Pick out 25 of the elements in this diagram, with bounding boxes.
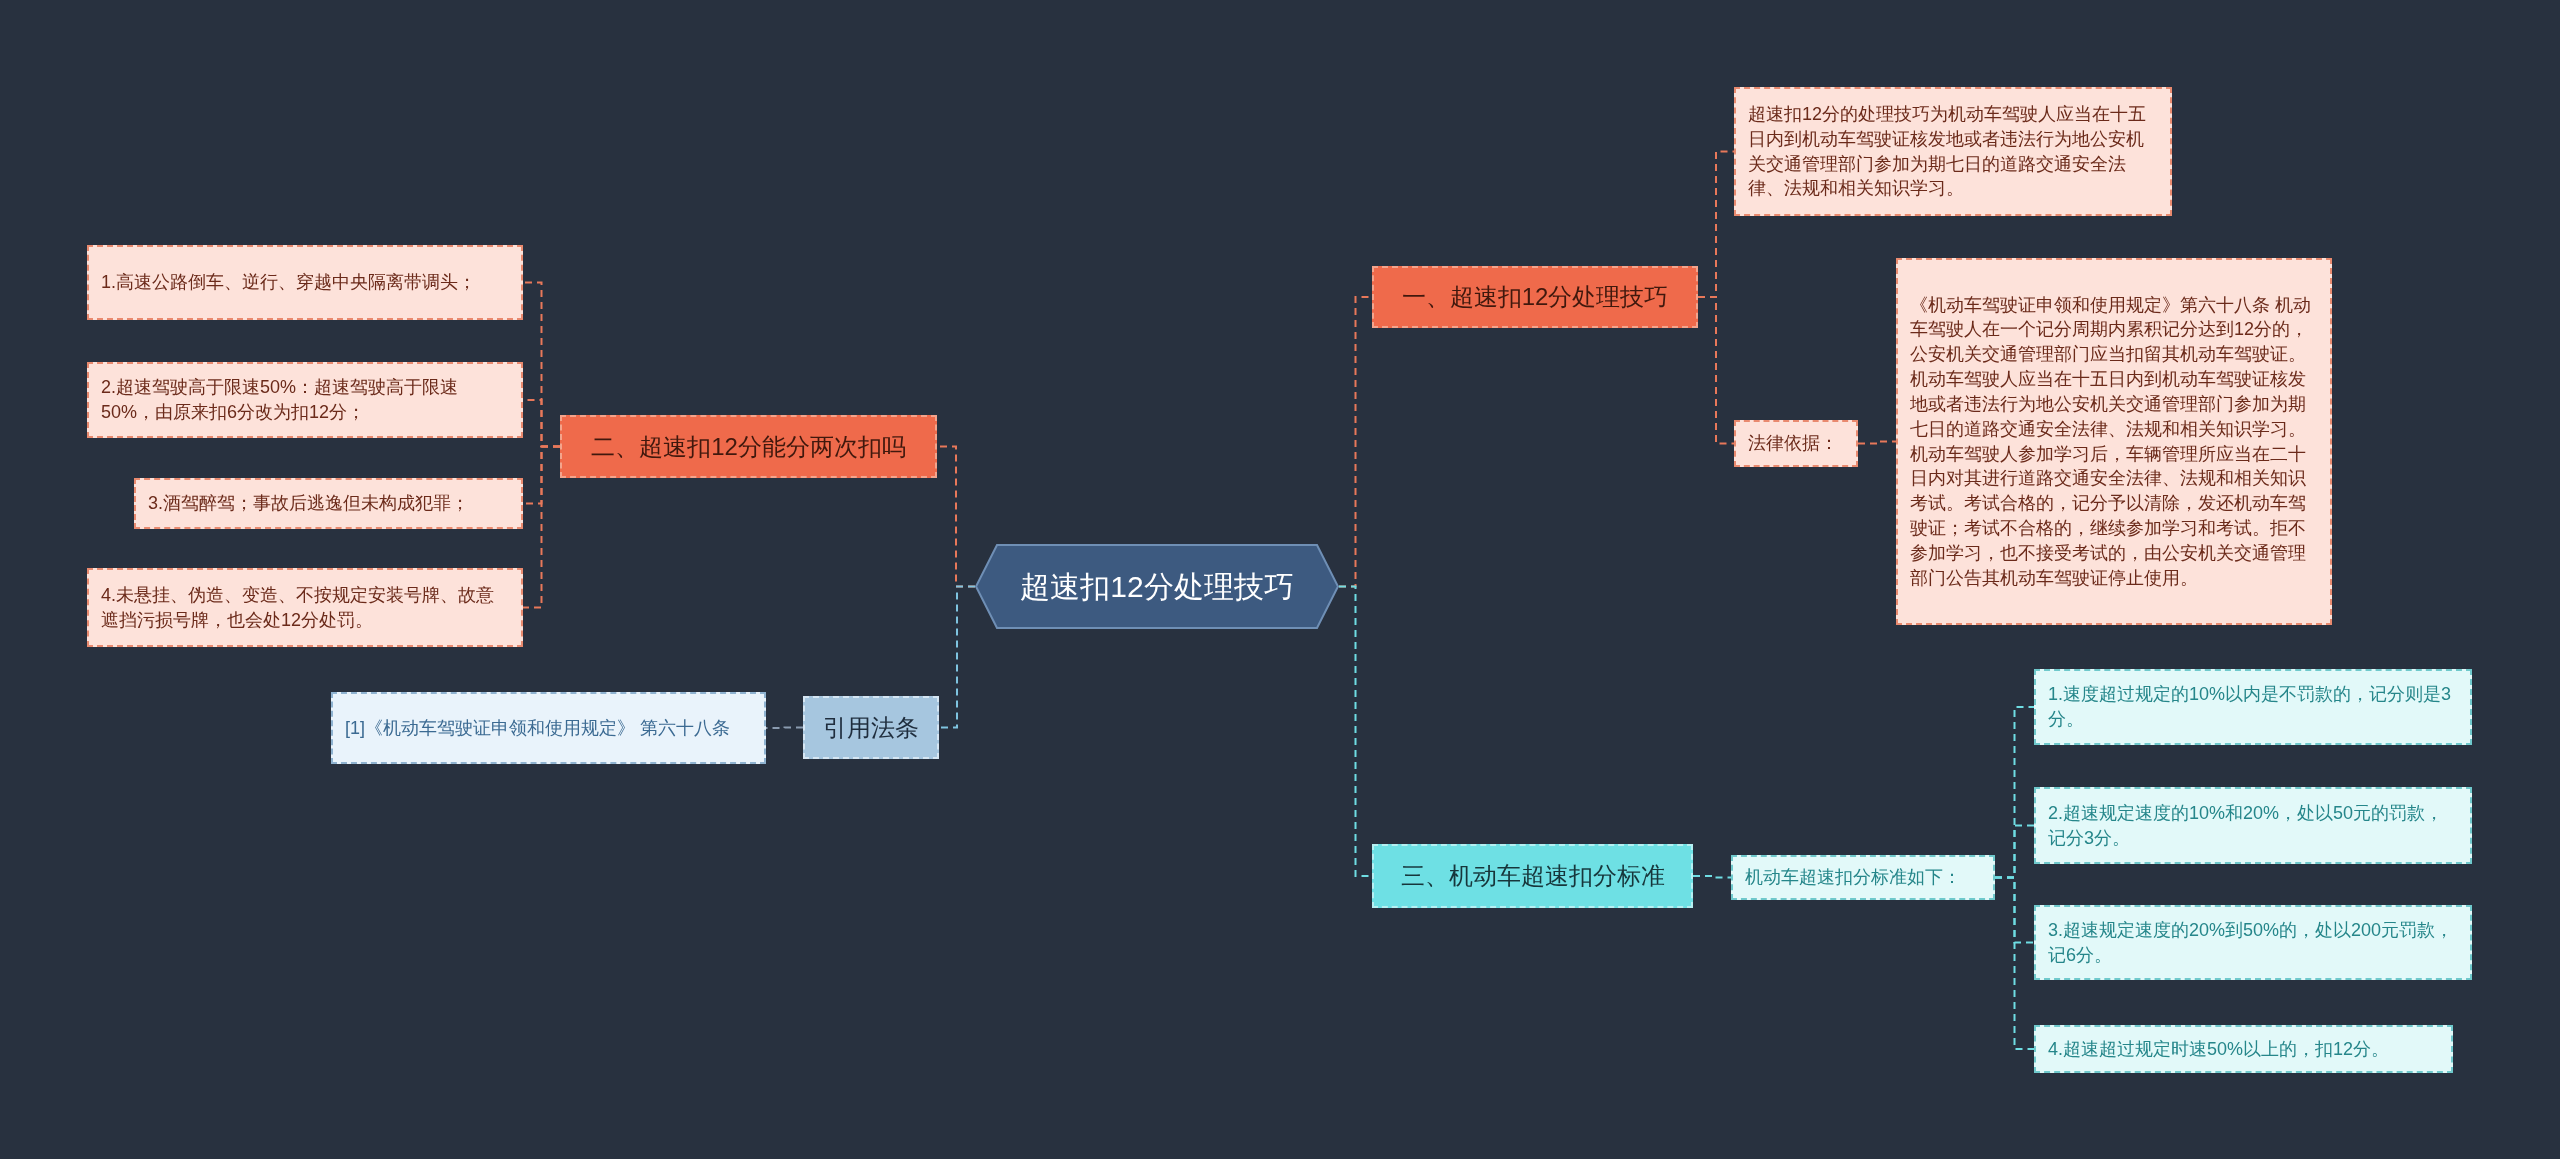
connector-line bbox=[1857, 440, 1897, 445]
note-box: 超速扣12分的处理技巧为机动车驾驶人应当在十五日内到机动车驾驶证核发地或者违法行为地公安机关交通管理部门参加为期七日的道路交通安全法律、法规和相关知识学习。 bbox=[1734, 87, 2172, 216]
connector-line bbox=[1994, 876, 2035, 1050]
note-box: 3.超速规定速度的20%到50%的，处以200元罚款，记6分。 bbox=[2034, 905, 2472, 980]
branch-box: 二、超速扣12分能分两次扣吗 bbox=[560, 415, 937, 478]
note-box: 法律依据： bbox=[1734, 420, 1858, 467]
connector-line bbox=[1692, 875, 1732, 879]
note-box: 2.超速驾驶高于限速50%：超速驾驶高于限速50%，由原来扣6分改为扣12分； bbox=[87, 362, 523, 438]
branch-box: 三、机动车超速扣分标准 bbox=[1372, 844, 1693, 908]
note-box: 3.酒驾醉驾；事故后逃逸但未构成犯罪； bbox=[134, 478, 523, 529]
note-box: 2.超速规定速度的10%和20%，处以50元的罚款，记分3分。 bbox=[2034, 787, 2472, 864]
note-box: 《机动车驾驶证申领和使用规定》第六十八条 机动车驾驶人在一个记分周期内累积记分达到12分的，公安机关交通管理部门应当扣留其机动车驾驶证。机动车驾驶人应当在十五日内到机动车驾驶证核发地或者违法行为地公安机关交通管理部门参加为期七日的道路交通安全法律、法规和相关知识学习。机动车驾驶人参加学习后，车辆管理所应当在二十日内对其进行道路交通安全法律、法规和相关知识考试。考试合格的，记分予以清除，发还机动车驾驶证；考试不合格的，继续参加学习和考试。拒不参加学习，也不接受考试的，由公安机关交通管理部门公告其机动车驾驶证停止使用。 bbox=[1896, 258, 2332, 625]
note-box: 4.未悬挂、伪造、变造、不按规定安装号牌、故意遮挡污损号牌，也会处12分处罚。 bbox=[87, 568, 523, 647]
branch-box: 引用法条 bbox=[803, 696, 939, 759]
central-topic-hexagon: 超速扣12分处理技巧 bbox=[975, 544, 1339, 629]
note-box: 1.高速公路倒车、逆行、穿越中央隔离带调头； bbox=[87, 245, 523, 320]
connector-line bbox=[765, 726, 804, 729]
citation-box: [1]《机动车驾驶证申领和使用规定》 第六十八条 bbox=[331, 692, 766, 764]
note-box: 机动车超速扣分标准如下： bbox=[1731, 855, 1995, 900]
connector-line bbox=[938, 585, 976, 729]
branch-box: 一、超速扣12分处理技巧 bbox=[1372, 266, 1698, 328]
note-box: 4.超速超过规定时速50%以上的，扣12分。 bbox=[2034, 1025, 2453, 1073]
note-box: 1.速度超过规定的10%以内是不罚款的，记分则是3分。 bbox=[2034, 669, 2472, 745]
connector-line bbox=[1697, 296, 1735, 445]
connector-line bbox=[522, 445, 561, 609]
